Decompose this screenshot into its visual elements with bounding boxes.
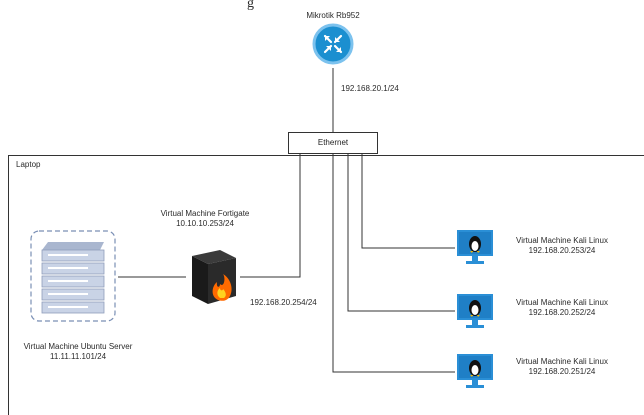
switch-kali1-link [361,154,455,249]
router-node[interactable] [311,22,355,66]
laptop-boundary [8,155,644,415]
firewall-ip-internal: 10.10.10.253/24 [176,219,234,228]
kali-1-title: Virtual Machine Kali Linux [516,236,608,245]
switch-firewall-link [240,154,301,278]
firewall-icon [192,250,236,304]
kali-2-ip: 192.168.20.252/24 [528,308,596,317]
connection-lines [118,68,455,373]
linux-monitor-icon [457,294,493,328]
kali-node-3[interactable] [455,352,495,390]
server-icon [30,230,116,322]
switch-kali2-link [347,154,455,312]
firewall-ip-external: 192.168.20.254/24 [250,298,317,307]
router-icon [312,23,354,65]
kali-3-title: Virtual Machine Kali Linux [516,357,608,366]
kali-3-ip: 192.168.20.251/24 [528,367,596,376]
ethernet-switch[interactable]: Ethernet [288,132,378,154]
server-title: Virtual Machine Ubuntu Server [23,342,133,351]
switch-label: Ethernet [317,138,349,147]
kali-2-title: Virtual Machine Kali Linux [516,298,608,307]
linux-monitor-icon [457,354,493,388]
server-node[interactable] [30,230,116,322]
firewall-title: Virtual Machine Fortigate [160,209,250,218]
kali-node-2[interactable] [455,292,495,330]
switch-kali3-link [332,154,455,373]
header-fragment: g [247,0,254,11]
laptop-label: Laptop [16,160,41,169]
firewall-node[interactable] [186,248,240,306]
server-ip: 11.11.11.101/24 [49,352,107,361]
router-uplink-ip: 192.168.20.1/24 [341,84,399,93]
kali-1-ip: 192.168.20.253/24 [528,246,596,255]
router-name: Mikrotik Rb952 [306,11,360,20]
linux-monitor-icon [457,230,493,264]
kali-node-1[interactable] [455,228,495,266]
